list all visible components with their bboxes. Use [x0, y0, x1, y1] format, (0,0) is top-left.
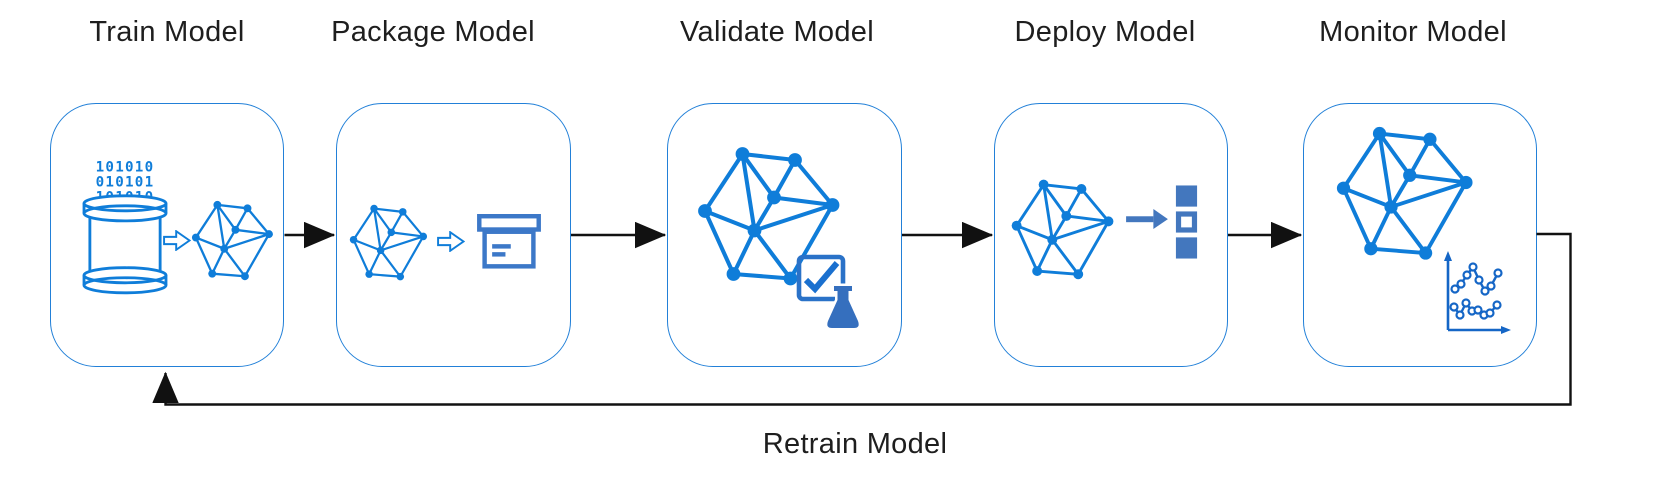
- stage-title-train: Train Model: [89, 16, 245, 48]
- line-chart-icon: [1444, 251, 1511, 334]
- network-graph-icon: [1334, 124, 1475, 262]
- stage-card-package: [336, 103, 571, 367]
- stage-title-monitor: Monitor Model: [1319, 16, 1507, 48]
- stage-title-deploy: Deploy Model: [1014, 16, 1196, 48]
- stage-card-deploy: [994, 103, 1228, 367]
- validate-badge: [796, 254, 862, 331]
- network-graph-icon: [1010, 178, 1115, 281]
- network-graph-icon: [348, 203, 429, 282]
- stage-card-monitor: [1303, 103, 1537, 367]
- stage-card-train: 101010 010101 101010: [50, 103, 284, 367]
- arrow-right-hollow-icon: [437, 231, 465, 252]
- stage-card-validate: [667, 103, 902, 367]
- svg-text:010101: 010101: [96, 175, 155, 191]
- retrain-label: Retrain Model: [762, 428, 948, 460]
- network-graph-icon: [190, 199, 275, 282]
- deploy-stack-icon: [1175, 185, 1198, 259]
- stage-title-package: Package Model: [331, 16, 535, 48]
- flask-icon: [824, 283, 862, 331]
- stage-title-validate: Validate Model: [680, 16, 874, 48]
- database-icon: 101010 010101 101010: [82, 160, 168, 295]
- svg-text:101010: 101010: [96, 160, 155, 176]
- deploy-arrow-icon: [1126, 209, 1168, 229]
- arrow-right-hollow-icon: [163, 230, 191, 251]
- package-box-icon: [477, 214, 541, 269]
